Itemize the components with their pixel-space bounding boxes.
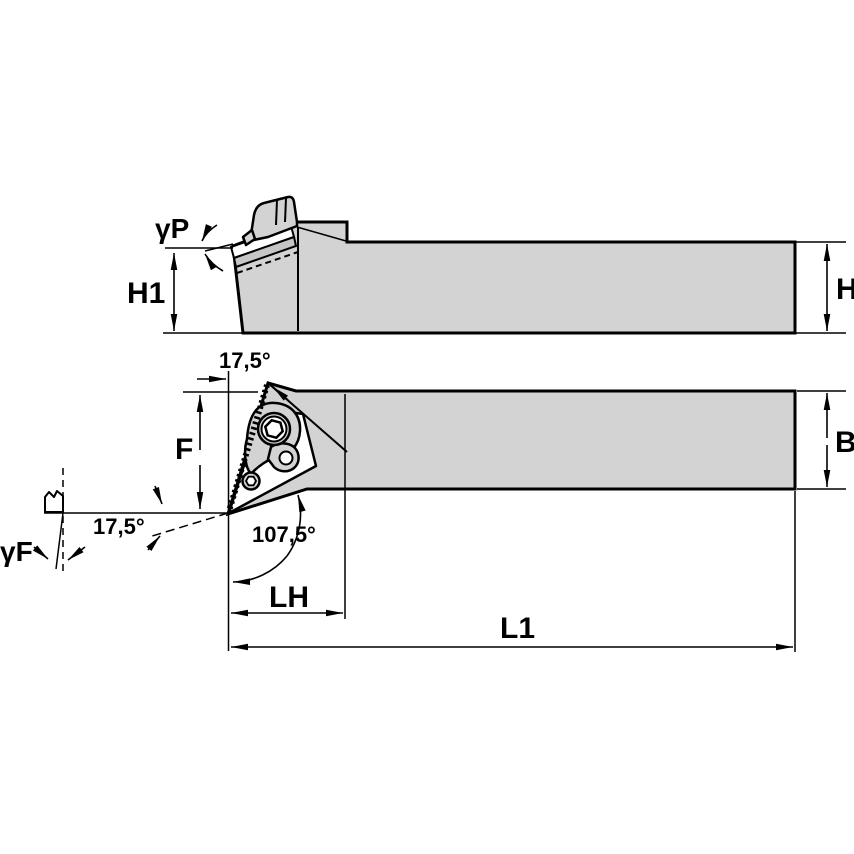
dimension-l1: L1	[231, 491, 796, 652]
clamp-slot-edge-1	[275, 199, 278, 226]
dimension-angle-front: 17,5°	[44, 485, 229, 552]
label-gamma-p: γP	[155, 213, 189, 244]
label-l1: L1	[500, 612, 535, 645]
label-gamma-f: γF	[0, 536, 33, 567]
dimension-angle-107: 107,5°	[232, 494, 316, 585]
dimension-gamma-f: γF	[0, 468, 86, 572]
head-chamfer-edge-side	[296, 226, 347, 242]
label-angle-front: 17,5°	[93, 514, 145, 539]
label-h: H	[836, 273, 854, 306]
clamp-screw-hex-socket	[263, 418, 285, 440]
side-view: γP H1 H	[127, 195, 854, 335]
clamp-nose-side	[241, 228, 257, 247]
dimension-gamma-p: γP	[155, 213, 234, 272]
label-angle-back: 17,5°	[219, 348, 271, 373]
dimension-b: B	[797, 390, 854, 490]
label-h1: H1	[127, 277, 165, 310]
dimension-h: H	[796, 241, 854, 334]
plan-view: 17,5° F 17,5° γF	[0, 348, 854, 652]
insert-section-symbol	[44, 490, 64, 513]
pocket-hidden-edge-side	[236, 251, 299, 274]
label-b: B	[835, 426, 854, 459]
clamp-slot-edge-2	[284, 197, 287, 223]
dimension-h1: H1	[127, 253, 243, 334]
pivot-pin-hex	[244, 475, 258, 487]
shim-side	[232, 235, 298, 269]
clamp-finger-hole	[278, 450, 294, 466]
label-lh: LH	[269, 581, 309, 614]
dimension-lh: LH	[231, 394, 346, 619]
tool-body-plan	[225, 381, 797, 517]
label-f: F	[175, 433, 193, 466]
tool-body-side	[231, 220, 797, 335]
dimension-f: F	[175, 391, 258, 509]
dimension-angle-back: 17,5°	[197, 348, 289, 401]
label-angle-107: 107,5°	[252, 522, 316, 547]
